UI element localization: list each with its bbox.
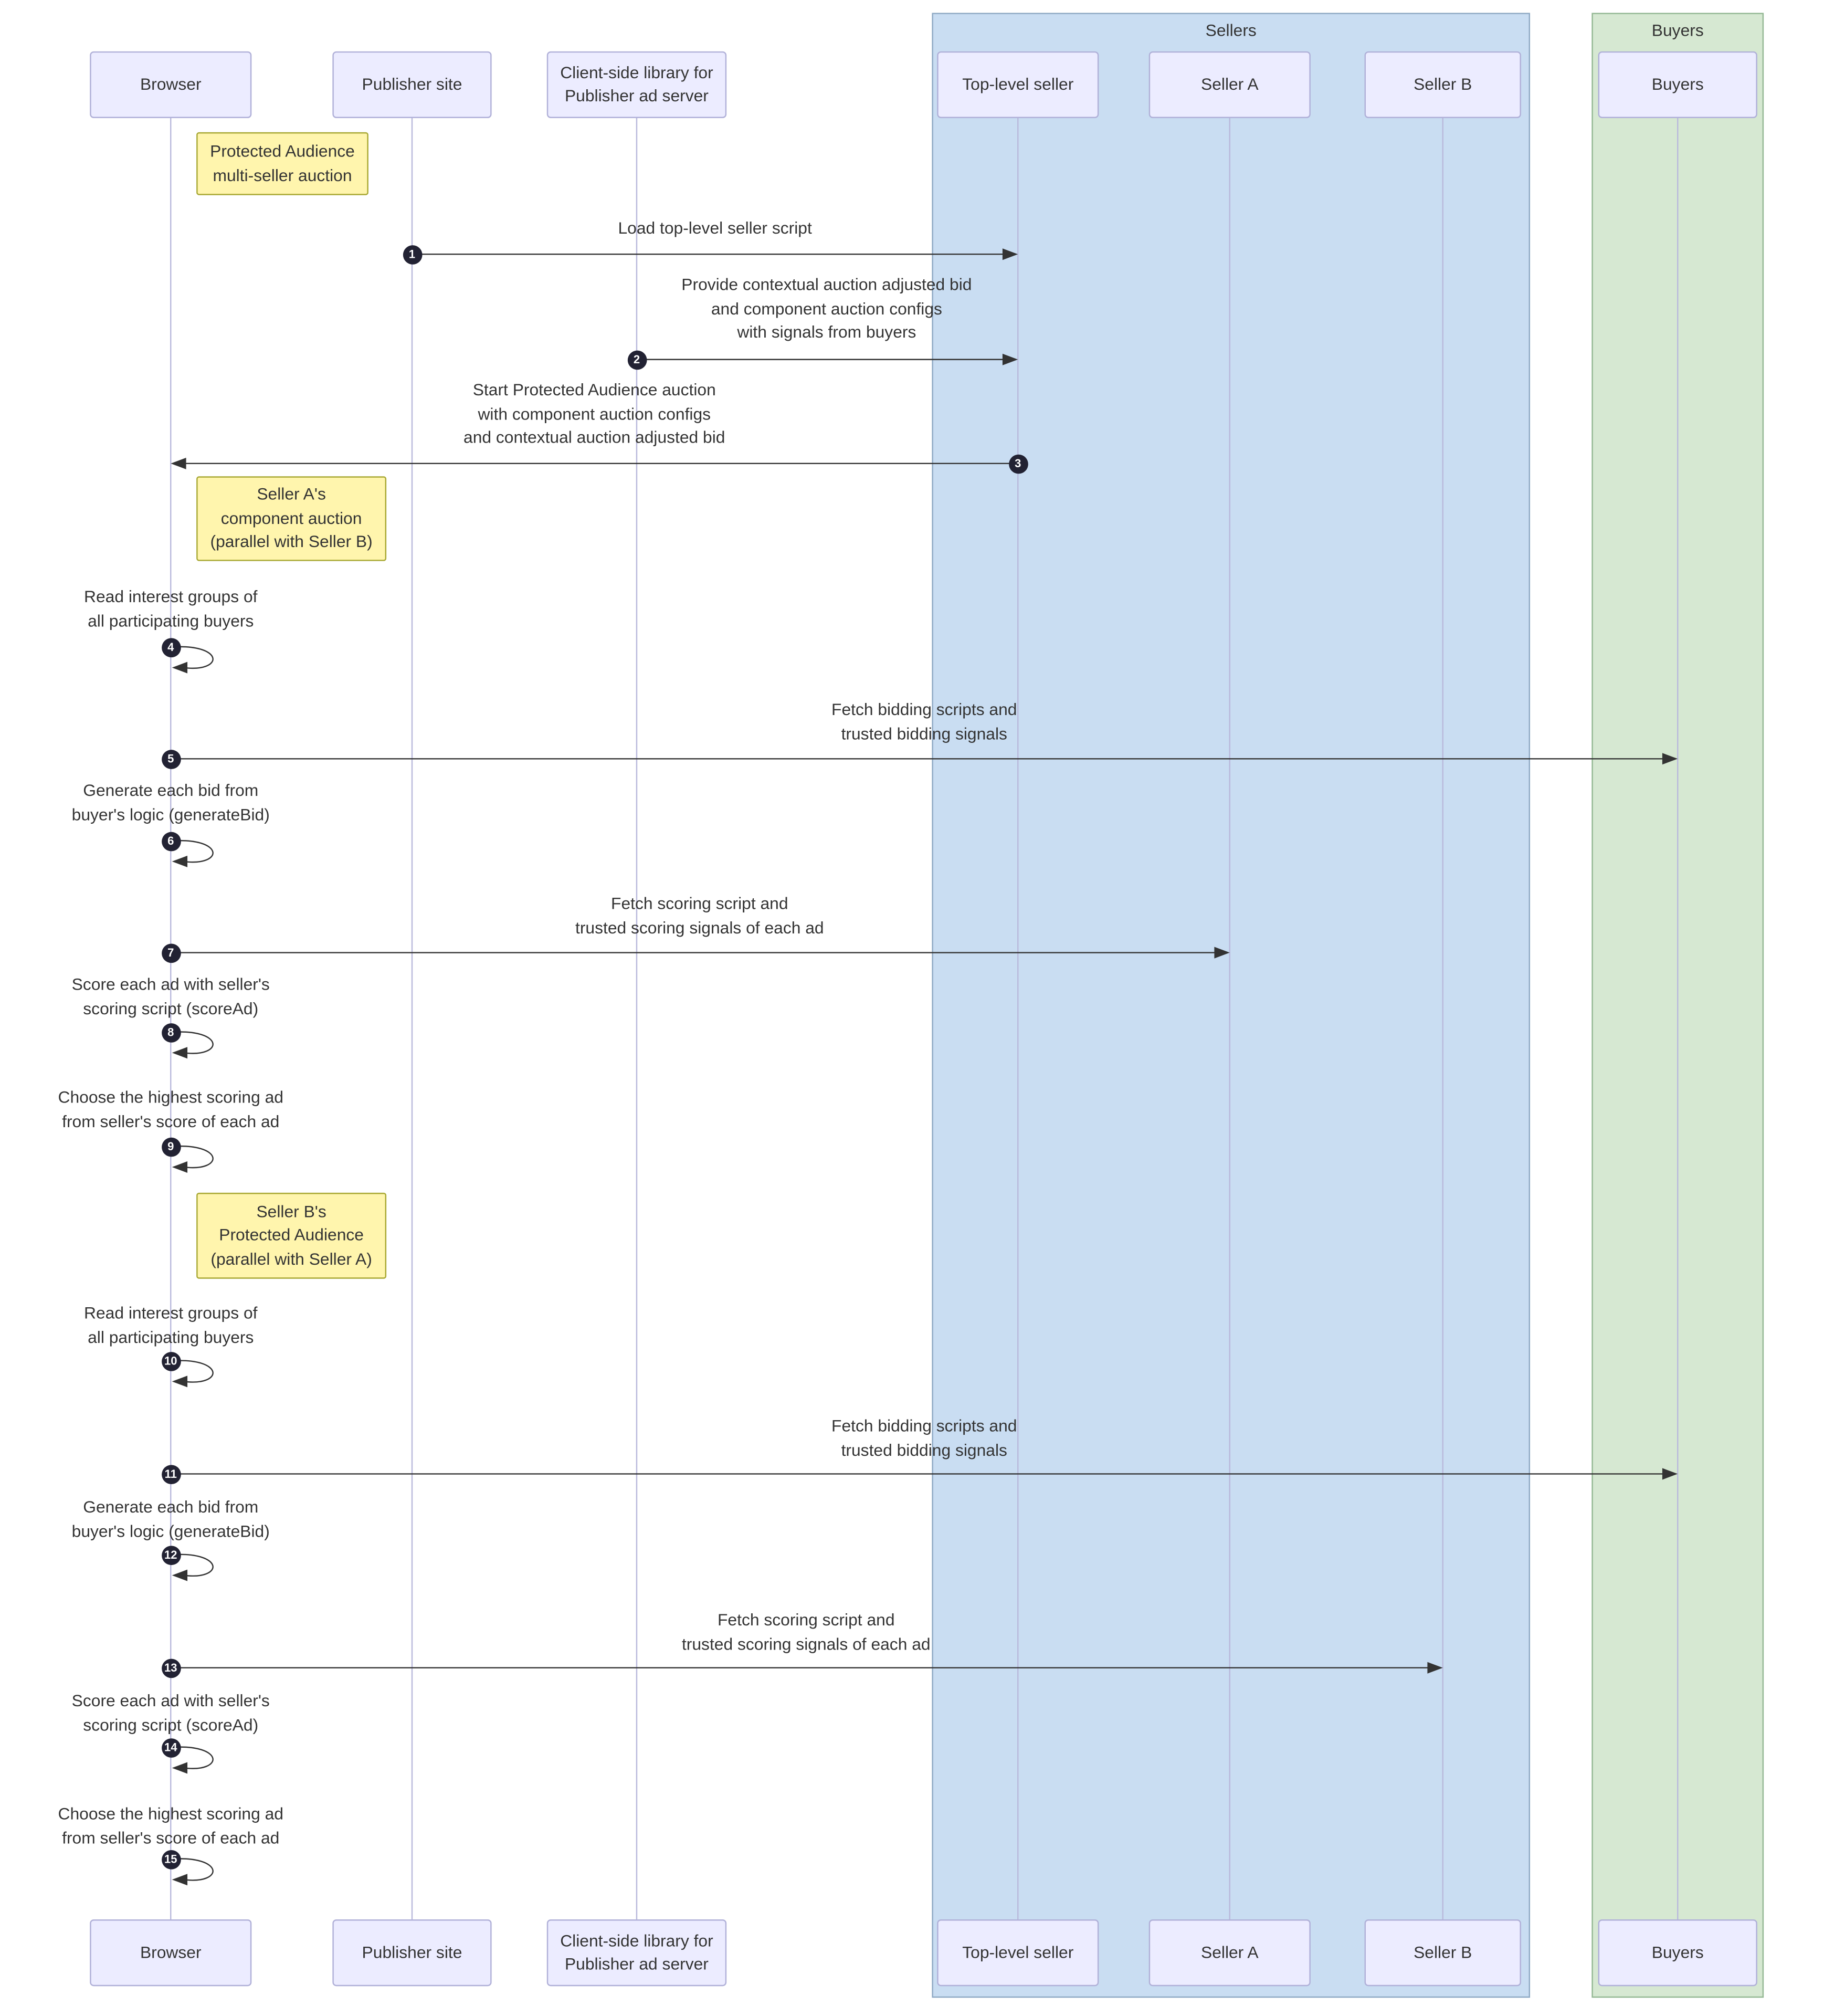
- actor-label: Buyers: [1651, 74, 1704, 93]
- actor-label: Top-level seller: [962, 1942, 1074, 1962]
- note-seller-a-component-auction: Seller A's component auction (parallel w…: [196, 476, 387, 561]
- actor-label: Seller B: [1414, 74, 1472, 93]
- actor-label: Client-side library for Publisher ad ser…: [560, 1930, 713, 1973]
- message-label-5: Fetch bidding scripts and trusted biddin…: [831, 699, 1017, 743]
- sequence-number-13: 13: [161, 1658, 181, 1678]
- message-label-10: Read interest groups of all participatin…: [84, 1303, 258, 1347]
- message-arrow-2: [636, 353, 1018, 365]
- actor-seller-a-bottom: Seller A: [1148, 1919, 1311, 1987]
- self-message-arrow-10: [171, 1360, 214, 1388]
- actor-seller-a-top: Seller A: [1148, 51, 1311, 118]
- message-label-7: Fetch scoring script and trusted scoring…: [575, 894, 824, 937]
- message-arrow-13: [171, 1662, 1443, 1674]
- message-label-12: Generate each bid from buyer's logic (ge…: [71, 1497, 270, 1540]
- actor-browser-bottom: Browser: [90, 1919, 252, 1987]
- actor-buyers-bottom: Buyers: [1598, 1919, 1757, 1987]
- actor-ad-server-library-bottom: Client-side library for Publisher ad ser…: [546, 1919, 727, 1987]
- actor-label: Browser: [140, 74, 202, 93]
- message-label-14: Score each ad with seller's scoring scri…: [71, 1690, 270, 1734]
- sequence-number-10: 10: [161, 1351, 181, 1371]
- sequence-number-5: 5: [161, 749, 181, 769]
- actor-label: Seller B: [1414, 1942, 1472, 1962]
- message-label-3: Start Protected Audience auction with co…: [463, 380, 725, 447]
- sellers-group-label: Sellers: [1205, 20, 1257, 40]
- message-label-13: Fetch scoring script and trusted scoring…: [681, 1610, 931, 1653]
- sequence-number-15: 15: [161, 1849, 181, 1869]
- message-arrow-7: [171, 947, 1230, 959]
- self-message-arrow-15: [171, 1858, 214, 1886]
- actor-label: Buyers: [1651, 1942, 1704, 1962]
- self-message-arrow-14: [171, 1746, 214, 1774]
- sequence-number-12: 12: [161, 1545, 181, 1564]
- note-multi-seller-auction: Protected Audience multi-seller auction: [196, 132, 368, 195]
- self-message-arrow-8: [171, 1031, 214, 1059]
- sequence-number-9: 9: [161, 1137, 181, 1157]
- actor-ad-server-library-top: Client-side library for Publisher ad ser…: [546, 51, 727, 118]
- self-message-arrow-12: [171, 1553, 214, 1581]
- actor-label: Client-side library for Publisher ad ser…: [560, 62, 713, 106]
- actor-top-level-seller-top: Top-level seller: [937, 51, 1099, 118]
- actor-buyers-top: Buyers: [1598, 51, 1757, 118]
- message-label-8: Score each ad with seller's scoring scri…: [71, 974, 270, 1018]
- sequence-number-6: 6: [161, 831, 181, 851]
- message-label-6: Generate each bid from buyer's logic (ge…: [71, 780, 270, 824]
- sequence-number-8: 8: [161, 1022, 181, 1042]
- message-arrow-3: [171, 457, 1018, 469]
- self-message-arrow-6: [171, 839, 214, 867]
- buyers-group-label: Buyers: [1651, 20, 1704, 40]
- message-arrow-11: [171, 1468, 1678, 1480]
- actor-top-level-seller-bottom: Top-level seller: [937, 1919, 1099, 1987]
- sequence-number-1: 1: [402, 244, 422, 264]
- actor-publisher-site-bottom: Publisher site: [332, 1919, 492, 1987]
- actor-publisher-site-top: Publisher site: [332, 51, 492, 118]
- message-label-11: Fetch bidding scripts and trusted biddin…: [831, 1416, 1017, 1460]
- actor-label: Seller A: [1200, 1942, 1259, 1962]
- actor-label: Top-level seller: [962, 74, 1074, 93]
- actor-label: Seller A: [1200, 74, 1259, 93]
- actor-label: Publisher site: [362, 74, 462, 93]
- message-arrow-5: [171, 753, 1678, 765]
- message-arrow-1: [412, 248, 1018, 260]
- self-message-arrow-4: [171, 646, 214, 674]
- actor-browser-top: Browser: [90, 51, 252, 118]
- actor-seller-b-bottom: Seller B: [1364, 1919, 1521, 1987]
- actor-seller-b-top: Seller B: [1364, 51, 1521, 118]
- sequence-number-7: 7: [161, 943, 181, 962]
- sequence-number-14: 14: [161, 1737, 181, 1757]
- message-label-2: Provide contextual auction adjusted bid …: [681, 275, 972, 342]
- self-message-arrow-9: [171, 1145, 214, 1173]
- message-label-4: Read interest groups of all participatin…: [84, 586, 258, 630]
- sequence-number-3: 3: [1008, 454, 1028, 474]
- message-label-1: Load top-level seller script: [618, 218, 812, 238]
- message-label-9: Choose the highest scoring ad from selle…: [58, 1087, 283, 1131]
- sequence-number-2: 2: [627, 350, 647, 370]
- sequence-number-11: 11: [161, 1464, 181, 1484]
- actor-label: Publisher site: [362, 1942, 462, 1962]
- actor-label: Browser: [140, 1942, 202, 1962]
- message-label-15: Choose the highest scoring ad from selle…: [58, 1803, 283, 1847]
- note-seller-b-protected-audience: Seller B's Protected Audience (parallel …: [196, 1192, 387, 1279]
- sequence-number-4: 4: [161, 637, 181, 657]
